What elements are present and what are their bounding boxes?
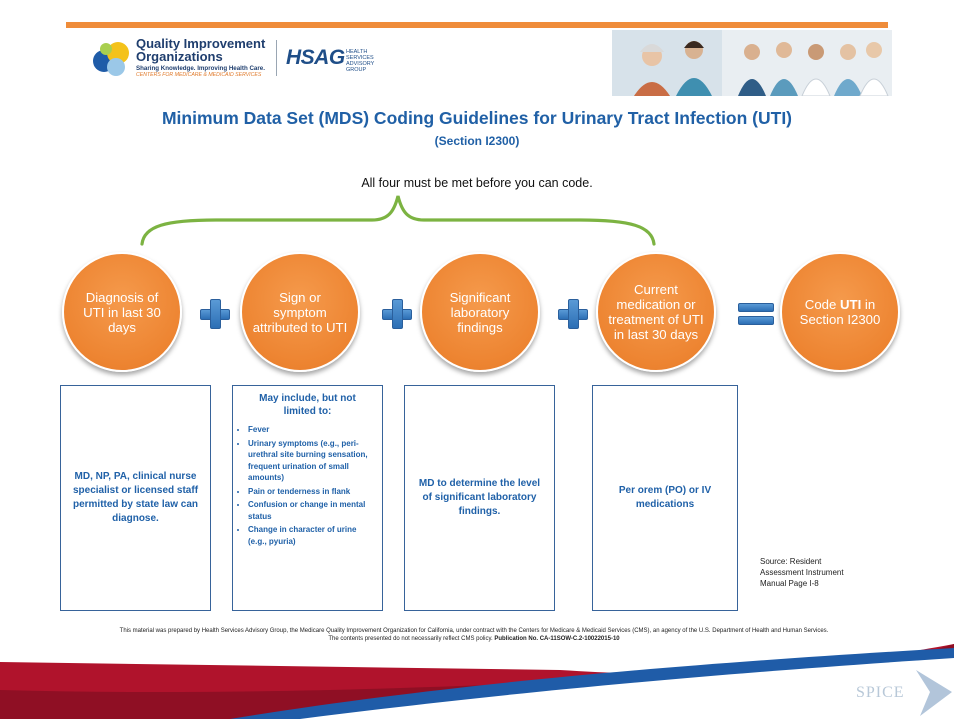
qio-tagline: Sharing Knowledge. Improving Health Care… bbox=[136, 65, 265, 72]
qio-name-line2: Organizations bbox=[136, 49, 223, 64]
healthcare-photo-strip bbox=[612, 30, 892, 96]
bottom-decoration bbox=[0, 644, 954, 719]
logo-divider bbox=[276, 40, 277, 76]
list-item: Confusion or change in mental status bbox=[248, 499, 376, 522]
plus-icon bbox=[382, 299, 412, 329]
result-post: in Section I2300 bbox=[799, 297, 881, 327]
qio-name-line1: Quality Improvement bbox=[136, 36, 266, 51]
diagnosis-detail-text: MD, NP, PA, clinical nurse specialist or… bbox=[72, 471, 199, 524]
page-subtitle: (Section I2300) bbox=[434, 134, 520, 148]
result-code: UTI bbox=[840, 297, 862, 312]
symptom-detail-heading: May include, but not limited to: bbox=[259, 393, 356, 417]
page-title: Minimum Data Set (MDS) Coding Guidelines… bbox=[161, 108, 793, 128]
lab-detail-text: MD to determine the level of significant… bbox=[418, 478, 541, 517]
medication-detail-text: Per orem (PO) or IV medications bbox=[618, 485, 712, 510]
list-item: Pain or tenderness in flank bbox=[248, 486, 376, 498]
plus-icon bbox=[200, 299, 230, 329]
criterion-diagnosis-circle: Diagnosis of UTI in last 30 days bbox=[62, 252, 182, 372]
result-label: Code UTI in Section I2300 bbox=[792, 297, 888, 327]
symptom-detail-box: May include, but not limited to: Fever U… bbox=[232, 385, 383, 611]
qio-cms-line: CENTERS FOR MEDICARE & MEDICAID SERVICES bbox=[136, 72, 262, 78]
list-item: Fever bbox=[248, 424, 376, 436]
lab-detail-box: MD to determine the level of significant… bbox=[404, 385, 555, 611]
result-circle: Code UTI in Section I2300 bbox=[780, 252, 900, 372]
hsag-logo: HSAG HEALTH SERVICES ADVISORY GROUP bbox=[286, 42, 376, 73]
criterion-diagnosis-label: Diagnosis of UTI in last 30 days bbox=[83, 289, 161, 335]
criterion-symptom-circle: Sign or symptom attributed to UTI bbox=[240, 252, 360, 372]
requirement-note: All four must be met before you can code… bbox=[361, 176, 593, 190]
publication-number: Publication No. CA-11SOW-C.2-10022015-10 bbox=[494, 636, 620, 642]
spice-watermark: SPICE bbox=[856, 684, 905, 701]
green-brace bbox=[140, 195, 656, 246]
symptom-list: Fever Urinary symptoms (e.g., peri-ureth… bbox=[239, 424, 376, 547]
criterion-medication-label: Current medication or treatment of UTI i… bbox=[608, 282, 704, 342]
criterion-lab-circle: Significant laboratory findings bbox=[420, 252, 540, 372]
footer-text: This material was prepared by Health Ser… bbox=[119, 628, 829, 642]
hsag-subtitle: HEALTH SERVICES ADVISORY GROUP bbox=[346, 49, 375, 73]
criterion-symptom-label: Sign or symptom attributed to UTI bbox=[252, 289, 348, 335]
qio-logo: Quality Improvement Organizations Sharin… bbox=[90, 35, 290, 81]
hsag-wordmark: HSAG bbox=[286, 46, 345, 69]
equals-icon bbox=[738, 303, 774, 325]
footer-disclaimer: This material was prepared by Health Ser… bbox=[114, 627, 834, 643]
plus-icon bbox=[558, 299, 588, 329]
qio-text-block: Quality Improvement Organizations Sharin… bbox=[136, 37, 265, 78]
criterion-lab-label: Significant laboratory findings bbox=[449, 289, 511, 335]
list-item: Change in character of urine (e.g., pyur… bbox=[248, 524, 376, 547]
qio-emblem-icon bbox=[93, 42, 129, 76]
top-accent-bar bbox=[66, 22, 888, 28]
list-item: Urinary symptoms (e.g., peri-urethral si… bbox=[248, 438, 376, 484]
diagnosis-detail-box: MD, NP, PA, clinical nurse specialist or… bbox=[60, 385, 211, 611]
source-citation: Source: Resident Assessment Instrument M… bbox=[760, 557, 844, 588]
criterion-medication-circle: Current medication or treatment of UTI i… bbox=[596, 252, 716, 372]
medication-detail-box: Per orem (PO) or IV medications bbox=[592, 385, 738, 611]
result-pre: Code bbox=[804, 297, 840, 312]
